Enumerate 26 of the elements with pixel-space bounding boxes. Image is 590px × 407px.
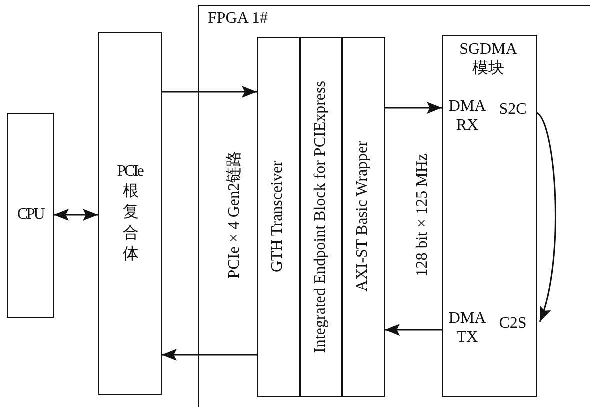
block-label: GTH Transceiver xyxy=(270,160,286,272)
block-label: DMA TX xyxy=(448,308,488,347)
bus-label: PCIe × 4 Gen2链路 xyxy=(227,151,243,279)
block-box xyxy=(300,36,342,396)
port-label: S2C xyxy=(493,99,533,121)
port-label: C2S xyxy=(493,313,533,335)
arrow xyxy=(385,102,442,114)
double-arrow xyxy=(54,209,98,221)
block-label: AXI-ST Basic Wrapper xyxy=(355,141,371,292)
region-frame xyxy=(198,5,590,407)
arrow xyxy=(162,86,257,98)
bus-label: 128 bit × 125 MHz xyxy=(415,154,431,276)
block-title: SGDMA 模块 xyxy=(458,40,518,78)
block-box xyxy=(256,36,300,396)
block-box xyxy=(442,34,536,396)
curved-arrow xyxy=(536,112,556,322)
block-label: DMA RX xyxy=(448,96,488,135)
block-box xyxy=(98,32,162,395)
arrow xyxy=(385,324,442,336)
block-box xyxy=(7,113,54,318)
frame-title: FPGA 1# xyxy=(208,10,268,28)
block-box xyxy=(342,36,384,396)
block-label: PCIe 根复合体 xyxy=(116,162,144,265)
arrow xyxy=(162,349,257,361)
block-label: CPU xyxy=(16,205,44,226)
block-label: Integrated Endpoint Block for PCIExpress xyxy=(312,80,328,352)
